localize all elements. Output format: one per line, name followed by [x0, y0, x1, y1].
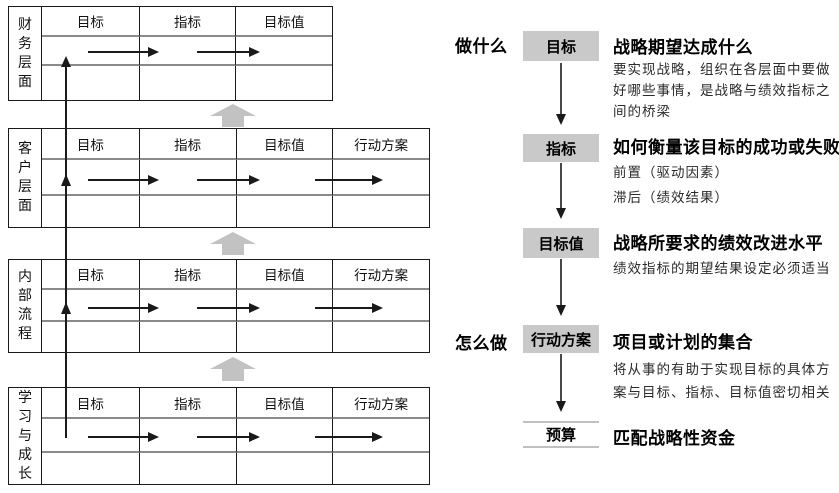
table-cell: [332, 453, 429, 484]
desc-line: 绩效指标的期望结果设定必须适当: [613, 261, 831, 277]
step-desc-action-plan: 将从事的有助于实现目标的具体方 案与目标、指标、目标值密切相关: [613, 359, 831, 405]
column-header: 指标: [138, 388, 236, 419]
step-box-budget: 预算: [523, 421, 599, 448]
step-desc-indicator: 前置（驱动因素） 滞后（绩效结果）: [613, 161, 729, 211]
column-header: 行动方案: [332, 260, 429, 290]
step-box-action-plan: 行动方案: [523, 325, 599, 353]
column-header: 目标: [42, 388, 139, 419]
layer-label-text: 财务层面: [18, 16, 32, 90]
table-cell: [332, 322, 429, 352]
step-title-action-plan: 项目或计划的集合: [613, 333, 753, 353]
scorecard-table-financial: 财务层面 目标 指标 目标值: [8, 6, 333, 101]
column-header: 行动方案: [332, 388, 429, 419]
column-header: 指标: [138, 7, 236, 37]
desc-line: 要实现战略，组织在各层面中要做: [613, 62, 831, 78]
column-header: 目标: [42, 260, 139, 290]
desc-line: 滞后（绩效结果）: [613, 190, 729, 206]
desc-line: 案与目标、指标、目标值密切相关: [613, 385, 831, 401]
step-box-target-value: 目标值: [523, 228, 599, 258]
column-header: 目标: [42, 129, 139, 160]
table-cell: [42, 66, 139, 100]
step-box-objective: 目标: [523, 31, 599, 61]
table-cell: [138, 196, 236, 227]
column-header: 目标: [42, 7, 139, 37]
step-desc-objective: 要实现战略，组织在各层面中要做 好哪些事情，是战略与绩效指标之 间的桥梁: [613, 60, 831, 123]
column-header: 目标值: [235, 7, 332, 37]
scorecard-table-customer: 客户层面 目标 指标 目标值 行动方案: [8, 128, 430, 228]
table-cell: [235, 322, 333, 352]
table-cell: [332, 290, 429, 322]
column-header: 目标值: [235, 260, 333, 290]
layer-label-customer: 客户层面: [9, 129, 42, 227]
step-title-target-value: 战略所要求的绩效改进水平: [613, 234, 823, 254]
table-cell: [138, 290, 236, 322]
column-header: 指标: [138, 260, 236, 290]
table-cell: [235, 419, 333, 453]
table-cell: [332, 196, 429, 227]
desc-line: 好哪些事情，是战略与绩效指标之: [613, 83, 831, 99]
column-header: 指标: [138, 129, 236, 160]
table-cell: [235, 37, 332, 66]
table-cell: [235, 196, 333, 227]
table-cell: [235, 290, 333, 322]
up-block-arrow-icon: [210, 357, 256, 381]
layer-label-financial: 财务层面: [9, 7, 42, 100]
step-desc-target-value: 绩效指标的期望结果设定必须适当: [613, 261, 831, 278]
table-cell: [42, 160, 139, 196]
layer-label-text: 客户层面: [18, 141, 32, 214]
table-cell: [42, 196, 139, 227]
layer-label-learning-growth: 学习与成长: [9, 388, 42, 484]
column-header: 目标值: [235, 129, 333, 160]
table-cell: [138, 419, 236, 453]
scorecard-table-internal-process: 内部流程 目标 指标 目标值 行动方案: [8, 259, 430, 353]
table-cell: [235, 66, 332, 100]
scorecard-table-learning-growth: 学习与成长 目标 指标 目标值 行动方案: [8, 387, 430, 485]
table-cell: [138, 66, 236, 100]
table-cell: [42, 322, 139, 352]
step-box-indicator: 指标: [523, 134, 599, 162]
layer-label-text: 内部流程: [18, 269, 32, 342]
table-cell: [235, 160, 333, 196]
step-title-objective: 战略期望达成什么: [613, 38, 753, 58]
table-cell: [138, 160, 236, 196]
phase-label-how-to-do: 怎么做: [455, 334, 508, 354]
column-header: 行动方案: [332, 129, 429, 160]
table-cell: [235, 453, 333, 484]
desc-line: 前置（驱动因素）: [613, 165, 729, 181]
layer-label-text: 学习与成长: [18, 389, 32, 482]
up-block-arrow-icon: [210, 232, 256, 255]
column-header: 目标值: [235, 388, 333, 419]
table-cell: [42, 453, 139, 484]
step-title-indicator: 如何衡量该目标的成功或失败: [613, 138, 839, 158]
table-cell: [332, 160, 429, 196]
layer-label-internal-process: 内部流程: [9, 260, 42, 352]
table-cell: [138, 322, 236, 352]
table-cell: [138, 37, 236, 66]
table-cell: [138, 453, 236, 484]
up-block-arrow-icon: [210, 104, 256, 127]
step-title-budget: 匹配战略性资金: [613, 429, 736, 449]
table-cell: [42, 290, 139, 322]
table-cell: [42, 419, 139, 453]
table-cell: [42, 37, 139, 66]
desc-line: 间的桥梁: [613, 104, 671, 120]
phase-label-what-to-do: 做什么: [455, 37, 508, 57]
desc-line: 将从事的有助于实现目标的具体方: [613, 362, 831, 378]
table-cell: [332, 419, 429, 453]
